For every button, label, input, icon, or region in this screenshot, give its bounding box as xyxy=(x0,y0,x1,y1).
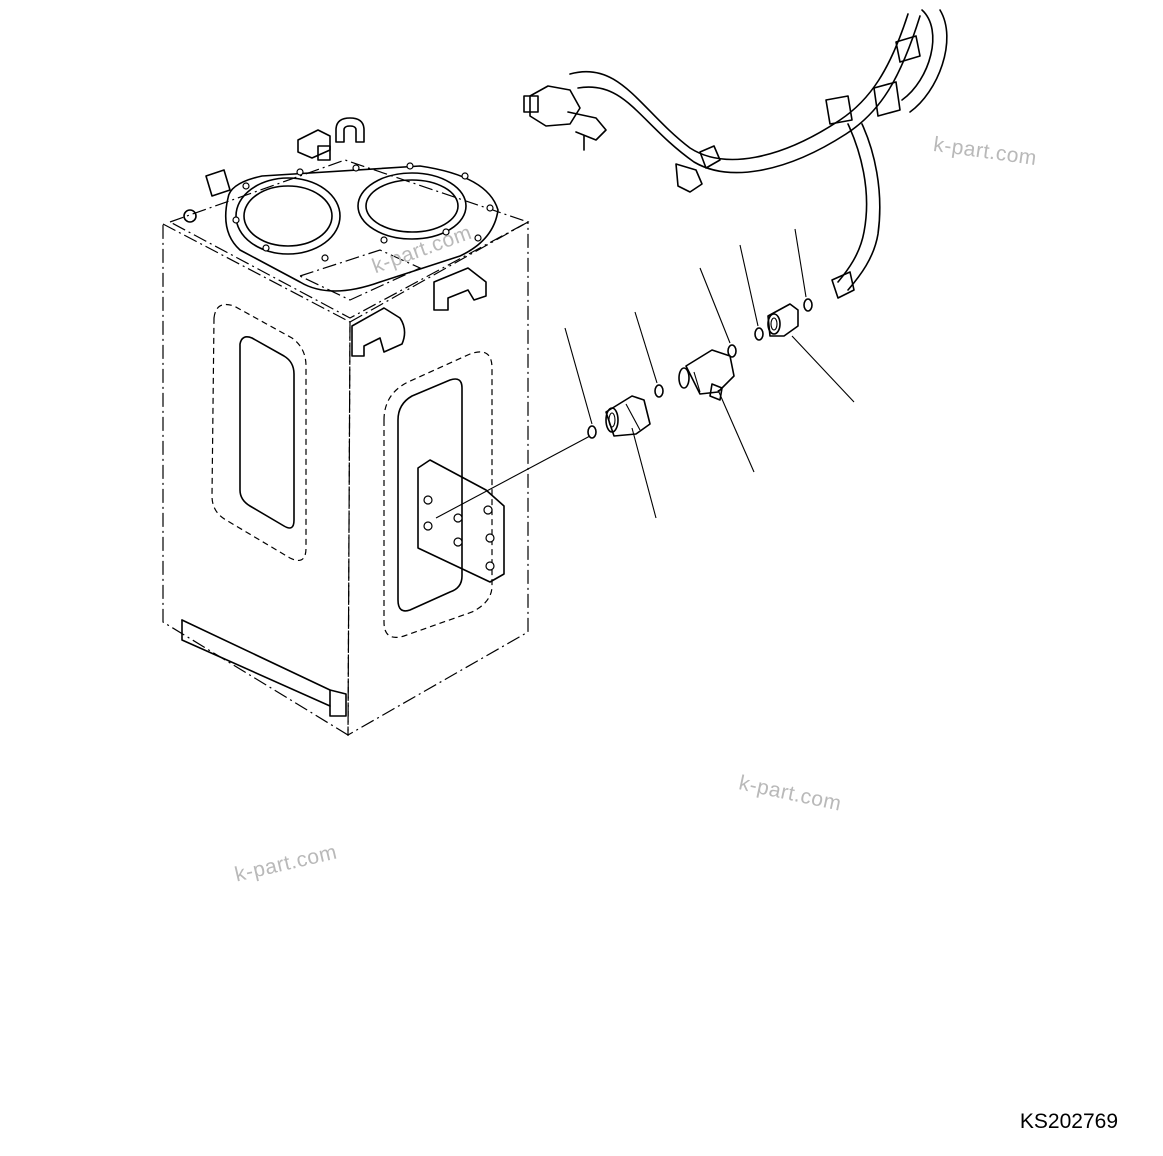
hose-down-left xyxy=(837,123,868,283)
adapter-face xyxy=(605,407,619,433)
hose-clamp xyxy=(825,95,853,125)
filler-cap xyxy=(183,209,197,223)
callout-lines xyxy=(435,228,855,519)
hose-end-fitting xyxy=(529,85,581,127)
side-bracket-left xyxy=(351,307,406,357)
o-ring-3 xyxy=(727,344,737,358)
connector-bore xyxy=(770,317,778,331)
skid-rail xyxy=(181,619,331,707)
o-ring-1 xyxy=(587,425,597,439)
o-ring-2 xyxy=(654,384,664,398)
connector-face xyxy=(767,313,781,335)
hose-clamp xyxy=(699,145,721,169)
flange-bolt-holes xyxy=(423,495,495,571)
elbow-edge xyxy=(693,371,701,393)
elbow-fitting xyxy=(685,349,735,395)
top-bracket-left xyxy=(205,169,231,197)
hose-loop-outer xyxy=(909,9,948,113)
elbow-face xyxy=(678,367,690,389)
fitting-parts xyxy=(435,228,855,519)
sight-window-left-outer xyxy=(211,303,307,561)
tank-right-face xyxy=(347,220,529,737)
hose-assembly xyxy=(523,9,948,299)
hose-end-bracket xyxy=(567,111,607,141)
tank-port-right-inner xyxy=(365,179,459,233)
sight-window-right xyxy=(397,378,463,612)
tank-top-face xyxy=(168,159,530,319)
hose-outer-lower xyxy=(577,15,921,174)
connector-fitting xyxy=(767,303,799,337)
straight-adapter xyxy=(605,395,651,437)
tank-port-left xyxy=(235,177,341,255)
elbow-port xyxy=(709,383,723,401)
drawing-code: KS202769 xyxy=(1019,1110,1118,1133)
hose-lower-end xyxy=(831,271,855,299)
tank-left-face xyxy=(162,223,351,737)
o-ring-4 xyxy=(754,327,764,341)
hose-outer-upper xyxy=(569,13,909,161)
hose-clamp xyxy=(895,35,921,63)
branch-fitting xyxy=(675,163,703,193)
top-bracket-rear xyxy=(297,129,331,159)
hose-clamp xyxy=(873,81,901,117)
tank-port-left-inner xyxy=(243,185,333,247)
side-bracket-right xyxy=(433,267,487,311)
lifting-eye xyxy=(335,117,365,143)
sight-window-left xyxy=(239,336,295,529)
port-flange xyxy=(417,459,505,583)
o-ring-5 xyxy=(803,298,813,312)
skid-rail-edge xyxy=(181,619,347,717)
top-stud xyxy=(317,145,331,161)
adapter-hex-edge xyxy=(625,403,641,431)
tank-assembly xyxy=(162,117,530,737)
plate-bolt-holes xyxy=(232,162,494,262)
top-mounting-plate xyxy=(224,165,499,292)
sight-window-right-outer xyxy=(383,351,493,638)
adapter-bore xyxy=(608,412,616,428)
tank-port-right xyxy=(357,172,467,240)
hose-end-nut xyxy=(523,95,539,113)
vent-area xyxy=(298,249,422,301)
hose-down-right xyxy=(847,123,881,291)
hose-loop xyxy=(901,9,934,101)
